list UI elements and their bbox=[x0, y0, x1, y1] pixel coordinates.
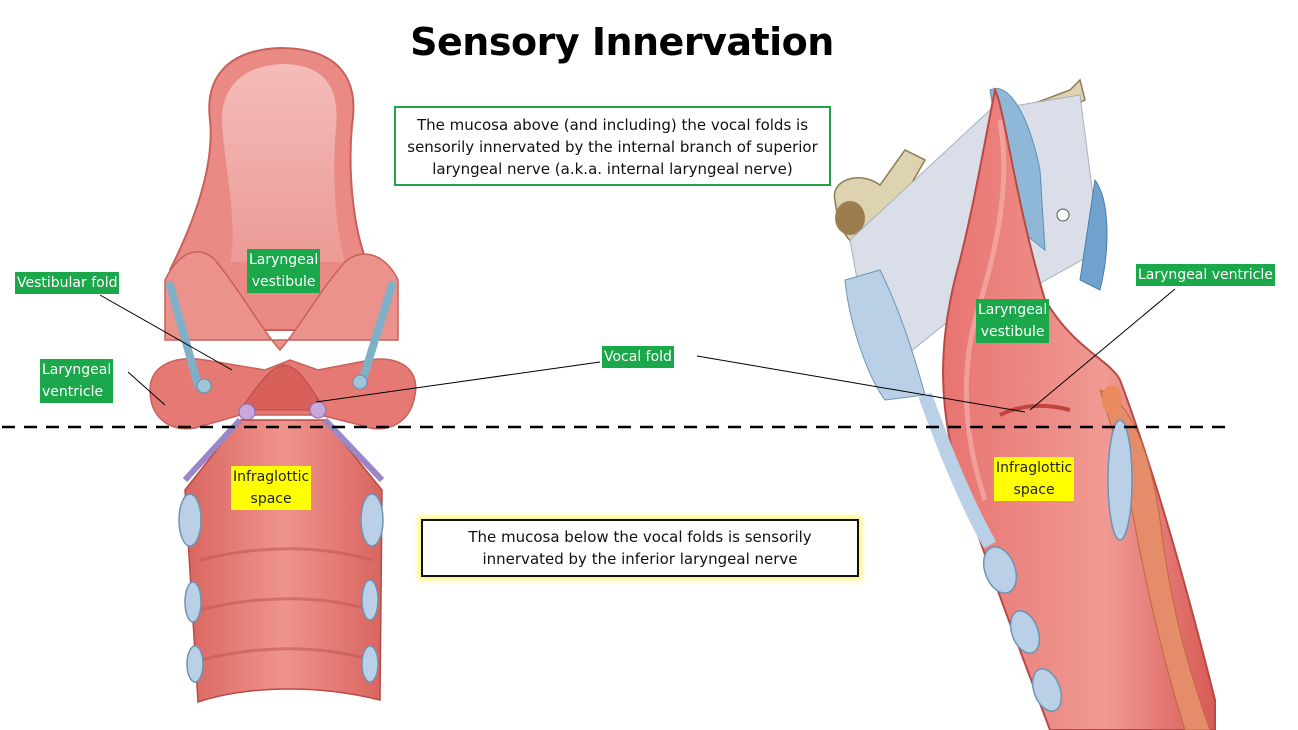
page-title: Sensory Innervation bbox=[410, 20, 834, 64]
label-left-vestibule-line2: vestibule bbox=[251, 274, 316, 290]
left-vestibular-rod-left bbox=[166, 281, 202, 389]
left-tracheal-cartilages bbox=[178, 493, 384, 683]
label-left-infraglottic-line1: Infraglottic bbox=[233, 469, 310, 485]
left-vestibular-rod-right bbox=[358, 281, 396, 386]
label-left-infraglottic-line2: space bbox=[250, 491, 292, 507]
label-vocal-fold: Vocal fold bbox=[602, 346, 674, 368]
note-infraglottic-innervation: The mucosa below the vocal folds is sens… bbox=[421, 519, 859, 577]
right-tracheal-rings bbox=[982, 546, 1063, 712]
left-epiglottis-inner bbox=[221, 64, 345, 262]
left-vestibule-walls bbox=[164, 251, 399, 352]
note-supraglottic-innervation: The mucosa above (and including) the voc… bbox=[394, 106, 831, 186]
label-right-vestibule-line2: vestibule bbox=[980, 324, 1045, 340]
label-right-infraglottic-space: Infraglottic space bbox=[994, 457, 1075, 501]
label-right-laryngeal-vestibule: Laryngeal vestibule bbox=[976, 299, 1050, 343]
label-left-infraglottic-space: Infraglottic space bbox=[231, 466, 312, 510]
left-coronal-larynx bbox=[149, 46, 417, 704]
label-left-ventricle-line1: Laryngeal bbox=[42, 362, 112, 378]
left-vocal-fold-peak bbox=[239, 364, 326, 411]
label-right-vestibule-line1: Laryngeal bbox=[978, 302, 1048, 318]
label-left-laryngeal-vestibule: Laryngeal vestibule bbox=[247, 249, 321, 293]
right-sagittal-larynx bbox=[833, 78, 1216, 730]
label-right-infraglottic-line2: space bbox=[1013, 482, 1055, 498]
label-right-laryngeal-ventricle: Laryngeal ventricle bbox=[1136, 264, 1275, 286]
label-left-vestibule-line1: Laryngeal bbox=[249, 252, 319, 268]
label-right-infraglottic-line1: Infraglottic bbox=[996, 460, 1073, 476]
label-left-laryngeal-ventricle: Laryngeal ventricle bbox=[40, 359, 114, 403]
label-vestibular-fold: Vestibular fold bbox=[15, 272, 120, 294]
left-infraglottic-tube bbox=[184, 419, 383, 704]
leader-lines bbox=[99, 288, 1176, 413]
label-left-ventricle-line2: ventricle bbox=[42, 384, 104, 400]
